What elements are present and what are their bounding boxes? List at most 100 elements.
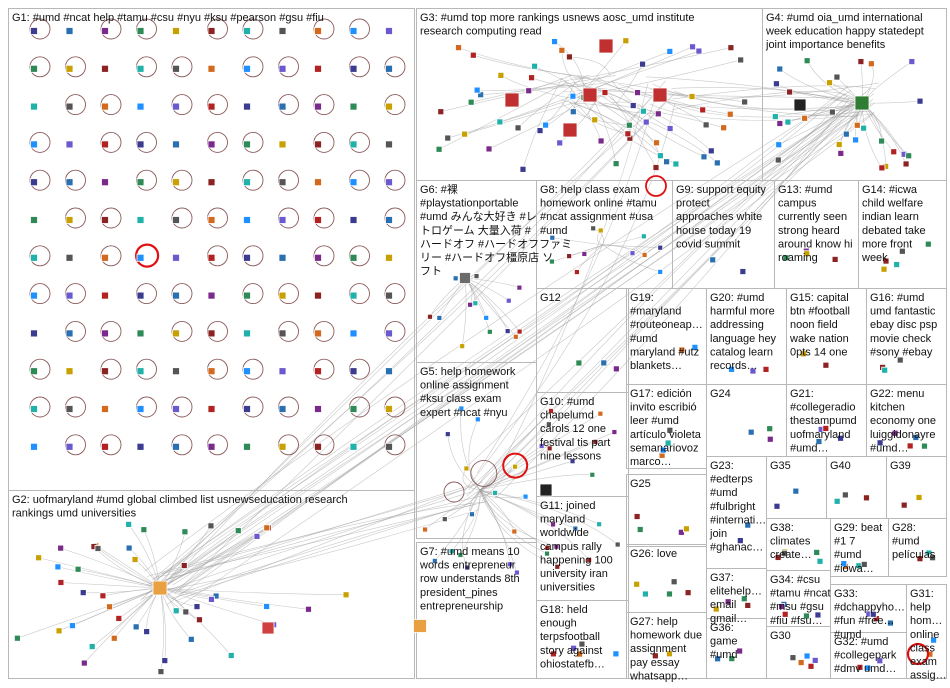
node-g1 — [172, 442, 180, 451]
edge — [159, 587, 232, 656]
self-loop — [136, 396, 157, 418]
group-box-g24 — [706, 384, 787, 457]
group-label-line: exam — [910, 656, 937, 668]
group-label-line: #ncat assignment #usa — [540, 211, 654, 223]
group-label-line: online assignment — [420, 380, 509, 392]
node-g1 — [30, 102, 38, 111]
node-g1 — [243, 253, 251, 262]
edge — [447, 95, 582, 139]
node-g14 — [882, 257, 890, 265]
self-loop — [171, 207, 193, 229]
self-loop — [384, 169, 406, 191]
edge — [159, 587, 309, 610]
node-g1 — [101, 178, 109, 187]
node-g2 — [57, 544, 65, 552]
node-g6 — [459, 343, 466, 350]
node-g1 — [314, 291, 322, 300]
node-g2 — [55, 627, 63, 635]
group-label-line: G39 — [890, 460, 911, 472]
self-loop — [349, 283, 370, 305]
node-g1 — [65, 64, 74, 73]
group-label-line: G16: #umd — [870, 292, 924, 304]
node-g6 — [516, 284, 523, 291]
self-loop — [384, 56, 406, 78]
node-g5 — [544, 550, 550, 557]
node-g5 — [554, 563, 561, 570]
node-g20 — [728, 365, 735, 373]
node-g4 — [878, 137, 885, 145]
self-loop — [313, 245, 335, 267]
edge — [479, 460, 573, 491]
node-g1 — [30, 405, 38, 413]
node-g37 — [740, 595, 748, 603]
edge — [173, 93, 846, 575]
edge — [603, 91, 705, 158]
node-g1 — [385, 442, 393, 451]
self-loop — [278, 169, 299, 191]
node-g1 — [385, 329, 393, 338]
node-g18 — [578, 640, 586, 648]
group-label-line: #ghanac… — [710, 542, 763, 554]
node-g2 — [253, 532, 261, 540]
node-g3 — [702, 121, 710, 129]
self-loop — [384, 283, 406, 305]
group-label-line: G40 — [830, 460, 851, 472]
node-g30 — [807, 662, 815, 670]
group-label-g6: G6: #裸#playstationportable#umd みんな大好き #レ… — [420, 182, 572, 278]
node-g2 — [88, 643, 96, 650]
node-g21 — [815, 438, 823, 445]
node-g4 — [776, 120, 784, 127]
node-g1 — [30, 216, 38, 224]
node-g2 — [99, 592, 107, 600]
node-g5 — [464, 564, 471, 571]
self-loop — [278, 283, 299, 305]
self-loop — [278, 94, 299, 116]
node-g3 — [569, 92, 577, 100]
self-loop — [171, 434, 193, 456]
node-g3 — [622, 37, 630, 45]
node-g1 — [314, 253, 322, 262]
node-g1 — [136, 64, 145, 73]
group-label-line: approaches white — [676, 211, 762, 223]
group-label-g40: G40 — [830, 460, 851, 472]
self-loop — [384, 396, 406, 418]
edge — [499, 87, 595, 123]
node-g5 — [441, 516, 448, 523]
node-g8 — [640, 233, 647, 240]
group-label-line: G19: — [630, 292, 654, 304]
group-label-line: pay essay — [630, 657, 680, 669]
node-g5 — [586, 557, 593, 563]
node-g30 — [789, 654, 797, 662]
node-g1 — [385, 367, 393, 376]
node-g1 — [30, 140, 38, 149]
edge — [140, 98, 651, 601]
group-label-line: noon field — [790, 319, 838, 331]
node-g6 — [473, 273, 480, 280]
self-loop — [136, 169, 157, 191]
group-label-line: ハードオフ #ハードオフファミ — [420, 237, 572, 250]
self-loop — [207, 94, 228, 116]
node-g1 — [172, 140, 180, 149]
group-box-g38 — [766, 518, 831, 571]
node-g1 — [349, 291, 358, 300]
group-label-line: festival tis part — [540, 437, 610, 449]
group-label-line: G33: — [834, 588, 858, 600]
node-g8 — [581, 251, 588, 257]
node-g8 — [629, 250, 636, 257]
group-label-line: row understands 8th — [420, 573, 520, 585]
group-label-line: G11: joined — [540, 500, 595, 512]
node-g1 — [314, 405, 322, 413]
group-label-g3: G3: #umd top more rankings usnews aosc_u… — [420, 12, 695, 38]
node-g1 — [314, 178, 322, 187]
self-loop — [349, 358, 370, 380]
node-g6 — [427, 313, 433, 320]
edge — [495, 98, 850, 499]
node-g40 — [833, 497, 841, 505]
node-g1 — [101, 27, 109, 35]
edge — [83, 587, 161, 594]
node-g1 — [136, 178, 145, 187]
group-label-g33: G33:#dchappyho…#fun #free…#umd — [834, 588, 905, 641]
